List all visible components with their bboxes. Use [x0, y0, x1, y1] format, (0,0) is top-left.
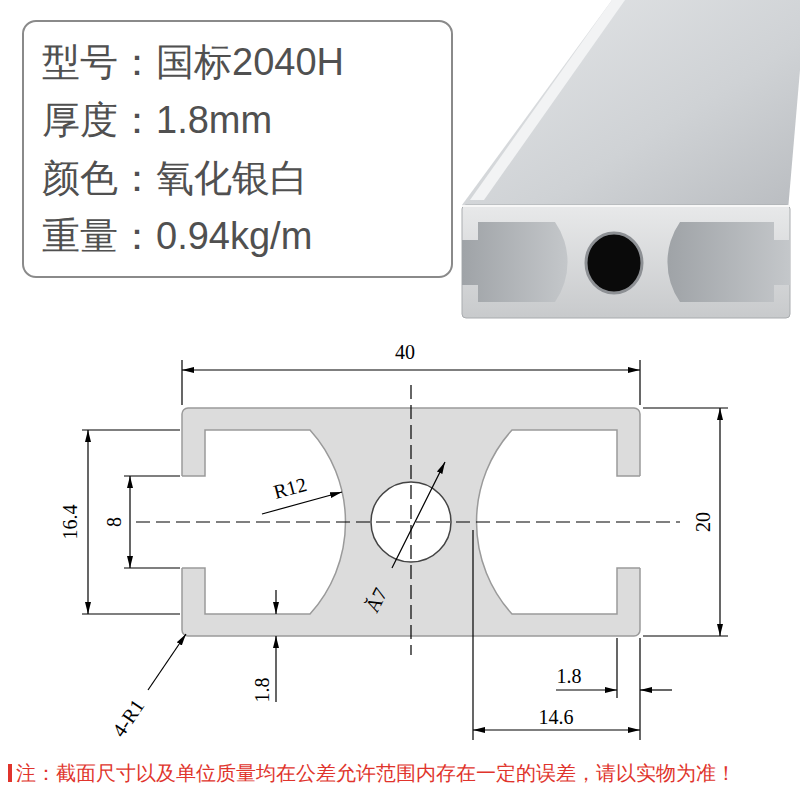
note-bar	[8, 764, 12, 782]
product-photo	[462, 0, 800, 318]
dimension-text: 40	[395, 341, 415, 363]
dimension-text: 16.4	[59, 505, 81, 540]
spec-box: 型号：国标2040H厚度：1.8mm颜色：氧化银白重量：0.94kg/m	[22, 20, 453, 278]
dimension-text: 20	[692, 512, 714, 532]
spec-line: 型号：国标2040H	[42, 33, 435, 91]
note-text: 注：截面尺寸以及单位质量均在公差允许范围内存在一定的误差，请以实物为准！	[16, 761, 736, 785]
dimension-text: 14.6	[539, 706, 574, 728]
dimension-text: 1.8	[557, 665, 582, 687]
dimension-lines	[82, 360, 728, 740]
dimension-text: 4-R1	[108, 695, 149, 740]
dimension-text: 1.8	[251, 678, 273, 703]
spec-line: 重量：0.94kg/m	[42, 207, 435, 265]
centerline	[136, 385, 680, 655]
dimension-text: 8	[103, 517, 125, 527]
spec-line: 厚度：1.8mm	[42, 91, 435, 149]
spec-line: 颜色：氧化银白	[42, 149, 435, 207]
